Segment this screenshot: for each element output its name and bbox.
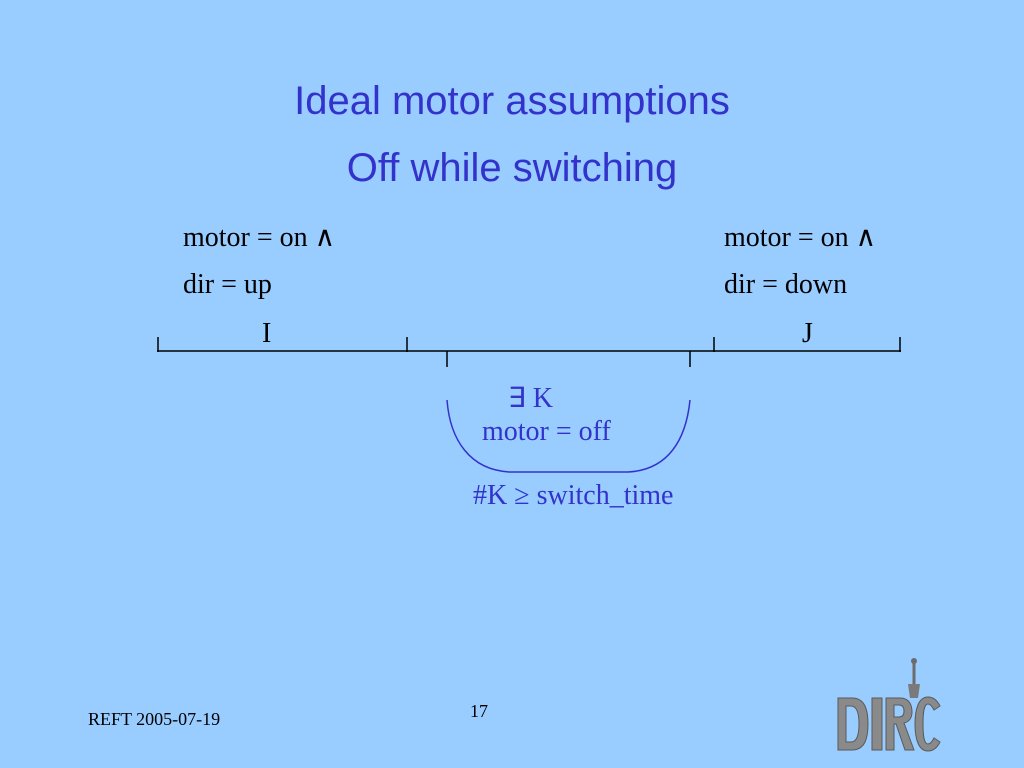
exists-k-label: ∃ K	[508, 383, 553, 414]
right-condition-motor: motor = on ∧	[724, 222, 877, 253]
left-condition-motor: motor = on ∧	[183, 222, 336, 253]
k-condition-label: motor = off	[482, 416, 611, 447]
interval-k-brace	[446, 399, 691, 473]
slide-title: Ideal motor assumptions	[294, 79, 730, 123]
interval-i-label: I	[262, 318, 272, 349]
right-condition-dir: dir = down	[724, 269, 848, 300]
footer-date: REFT 2005-07-19	[88, 709, 221, 729]
k-constraint-label: #K ≥ switch_time	[473, 480, 674, 511]
slide-subtitle: Off while switching	[346, 146, 678, 190]
left-condition-dir: dir = up	[183, 269, 272, 300]
page-number: 17	[470, 701, 488, 721]
interval-j-label: J	[802, 318, 813, 349]
dirc-logo	[837, 658, 941, 752]
